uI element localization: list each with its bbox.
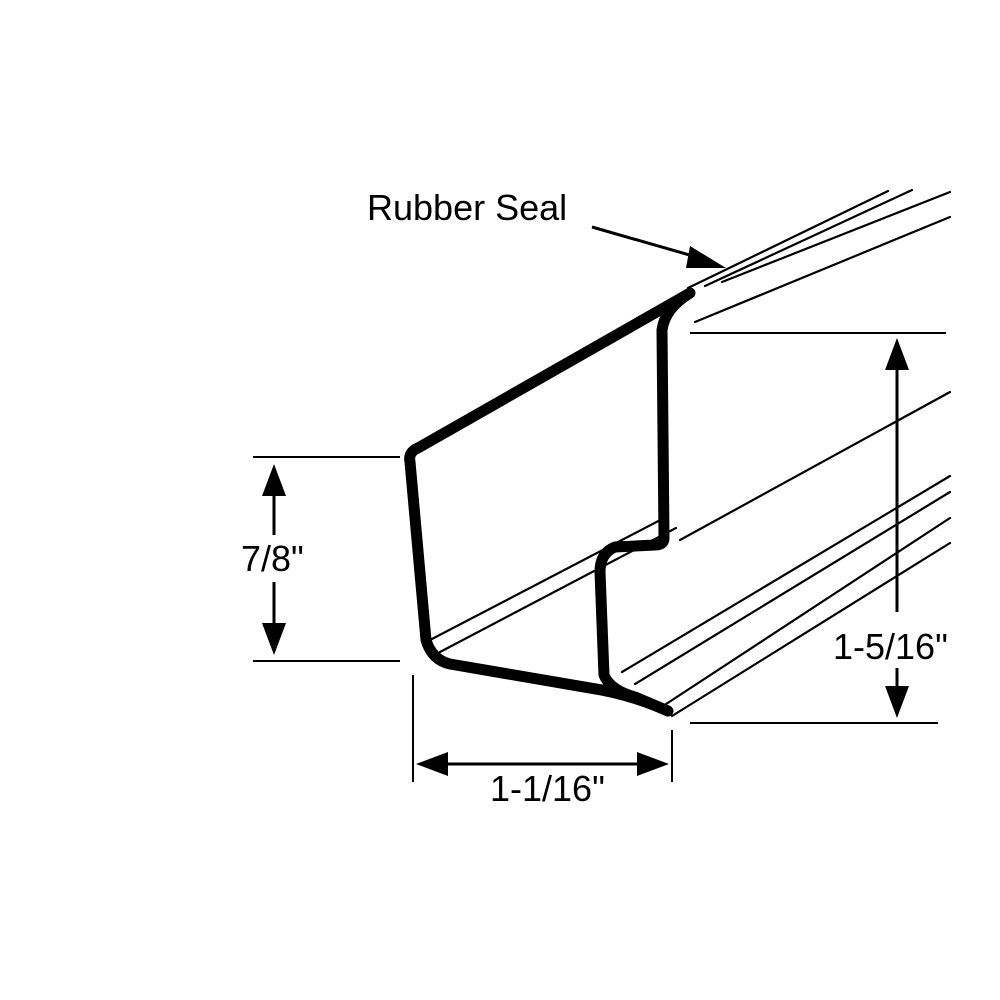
extrusion-lines xyxy=(428,188,952,718)
right-arrow-up xyxy=(885,338,909,370)
left-height-label: 7/8" xyxy=(241,538,304,579)
right-height-dimension: 1-5/16" xyxy=(690,332,948,724)
callout-arrow-shaft xyxy=(591,225,701,260)
extrusion-top-line-1 xyxy=(686,189,890,290)
left-arrow-up xyxy=(262,464,286,496)
extrusion-back-wall-line xyxy=(678,390,952,542)
extrusion-bottom-line-2 xyxy=(670,541,952,718)
extrusion-top-line-3 xyxy=(720,190,952,284)
bottom-width-label: 1-1/16" xyxy=(490,768,605,809)
right-height-label: 1-5/16" xyxy=(833,626,948,667)
bottom-width-dimension: 1-1/16" xyxy=(412,675,673,809)
channel-floor-line-1 xyxy=(428,514,670,642)
bottom-arrow-left xyxy=(416,752,448,776)
rubber-seal-label: Rubber Seal xyxy=(367,187,567,228)
extrusion-top-line-4 xyxy=(693,215,952,324)
extrusion-top-line-2 xyxy=(703,188,914,288)
callout-arrow-head xyxy=(686,246,726,268)
right-arrow-down xyxy=(885,686,909,718)
rubber-seal-callout: Rubber Seal xyxy=(367,187,726,268)
left-arrow-down xyxy=(262,623,286,655)
left-height-dimension: 7/8" xyxy=(241,456,400,662)
bottom-arrow-right xyxy=(637,752,669,776)
extrusion-bottom-line-1 xyxy=(658,516,952,710)
extrusion-low-line-1 xyxy=(620,474,952,674)
channel-profile xyxy=(404,287,696,717)
